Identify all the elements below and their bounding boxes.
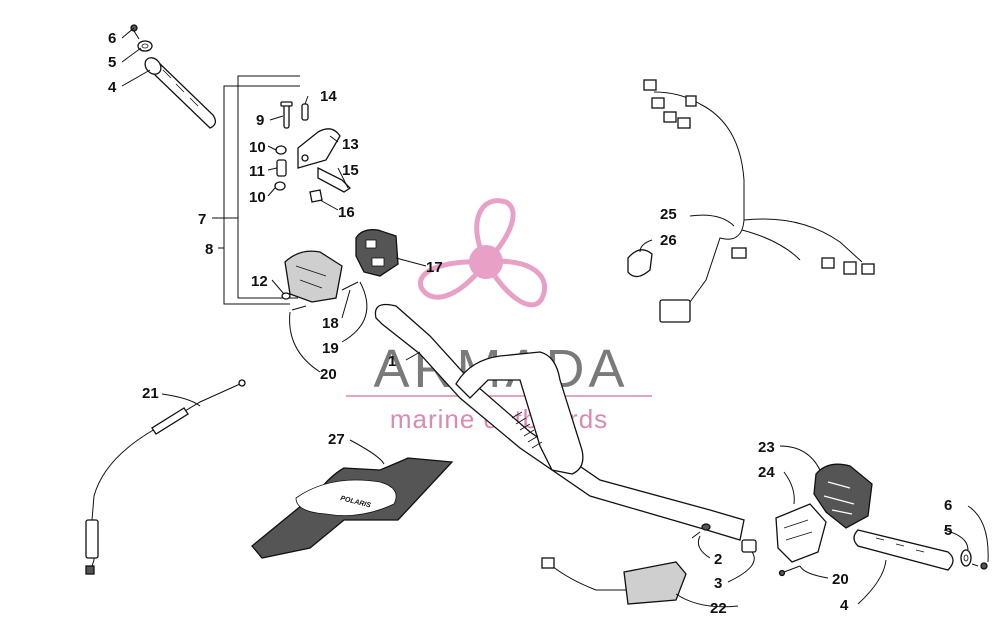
sleeve bbox=[276, 159, 287, 177]
bushing-upper bbox=[275, 145, 287, 155]
throttle-spring bbox=[301, 103, 309, 121]
right-control-housing bbox=[775, 503, 827, 563]
callout-27: 27 bbox=[328, 431, 345, 448]
callout-2: 2 bbox=[714, 551, 722, 568]
callout-17: 17 bbox=[426, 259, 443, 276]
wiring-harness bbox=[643, 79, 875, 323]
callout-20-right: 20 bbox=[832, 571, 849, 588]
handlebar-pad: POLARIS bbox=[251, 457, 454, 559]
right-switch-assembly bbox=[813, 463, 873, 529]
throttle-cable bbox=[85, 379, 246, 575]
callout-23: 23 bbox=[758, 439, 775, 456]
harness-clip bbox=[627, 249, 653, 278]
right-housing-screw bbox=[778, 565, 801, 577]
callout-26: 26 bbox=[660, 232, 677, 249]
callout-22: 22 bbox=[710, 600, 727, 617]
callout-4-left: 4 bbox=[108, 79, 117, 96]
callout-11: 11 bbox=[249, 163, 265, 180]
left-screw bbox=[130, 24, 140, 40]
callout-20-left: 20 bbox=[320, 366, 337, 383]
switch-housing-17 bbox=[355, 229, 399, 277]
callout-8: 8 bbox=[205, 241, 213, 258]
callout-14: 14 bbox=[320, 88, 337, 105]
left-grip bbox=[144, 57, 217, 129]
callout-6-right: 6 bbox=[944, 497, 952, 514]
callout-16: 16 bbox=[338, 204, 355, 221]
left-housing-screw bbox=[281, 292, 307, 311]
callout-25: 25 bbox=[660, 206, 677, 223]
right-screw bbox=[971, 562, 988, 570]
throttle-clip bbox=[309, 189, 323, 203]
left-control-housing bbox=[284, 250, 343, 303]
callout-9: 9 bbox=[256, 112, 264, 129]
callout-15: 15 bbox=[342, 162, 359, 179]
callout-1: 1 bbox=[388, 353, 396, 370]
handlebar bbox=[374, 303, 745, 541]
callout-7: 7 bbox=[198, 211, 206, 228]
assembly-bracket bbox=[223, 75, 300, 305]
callout-24: 24 bbox=[758, 464, 775, 481]
screw-pin-18 bbox=[341, 281, 359, 291]
callout-4-right: 4 bbox=[840, 597, 849, 614]
bushing-lower bbox=[274, 181, 286, 191]
callout-13: 13 bbox=[342, 136, 359, 153]
callout-6-left: 6 bbox=[108, 30, 116, 47]
callout-3: 3 bbox=[714, 575, 722, 592]
bar-end-plug bbox=[741, 539, 757, 553]
callout-5-right: 5 bbox=[944, 522, 952, 539]
callout-12: 12 bbox=[251, 273, 268, 290]
callout-21: 21 bbox=[142, 385, 159, 402]
callout-19: 19 bbox=[322, 340, 339, 357]
throttle-pin bbox=[280, 101, 293, 129]
leader-lines bbox=[121, 27, 989, 608]
callout-labels: 6 5 4 14 9 13 10 11 15 10 16 7 8 17 12 1… bbox=[108, 30, 952, 617]
right-washer bbox=[960, 549, 972, 567]
callout-18: 18 bbox=[322, 315, 339, 332]
bar-end-screw bbox=[691, 523, 711, 539]
throttle-switch bbox=[317, 166, 352, 193]
left-washer bbox=[137, 40, 153, 52]
callout-10-lower: 10 bbox=[249, 189, 266, 206]
propeller-logo bbox=[418, 198, 548, 308]
sub-harness bbox=[541, 557, 687, 605]
callout-10-upper: 10 bbox=[249, 139, 266, 156]
throttle-lever bbox=[297, 128, 341, 169]
callout-5-left: 5 bbox=[108, 54, 116, 71]
right-grip bbox=[853, 529, 954, 571]
